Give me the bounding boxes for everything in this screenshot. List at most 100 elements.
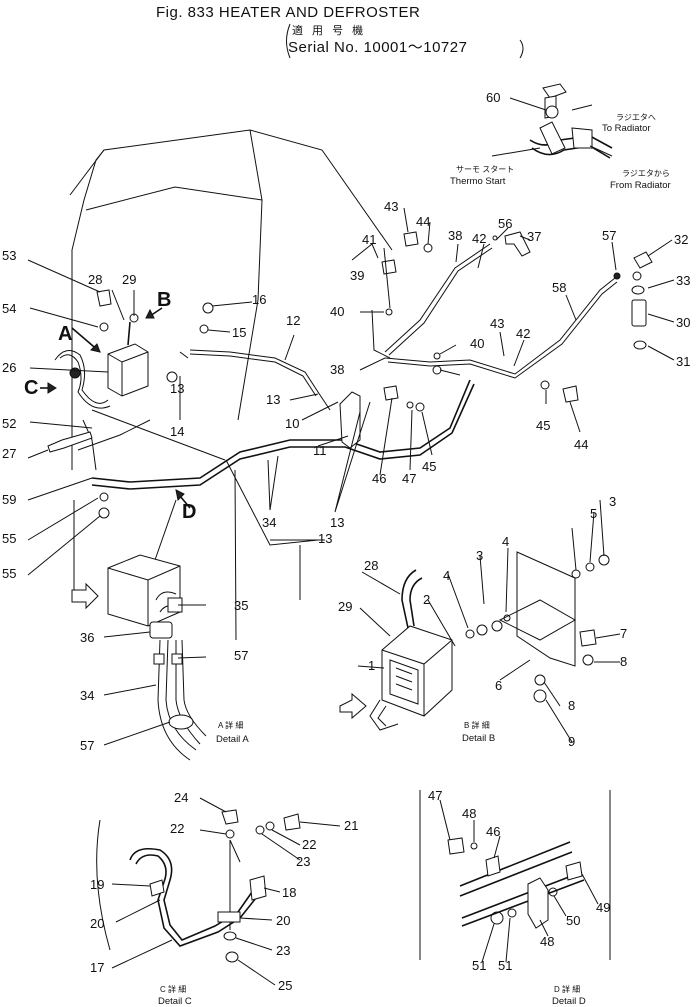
- thermo-start-assembly: [529, 83, 613, 159]
- part-callout: 52: [2, 416, 16, 431]
- part-callout: 20: [276, 913, 290, 928]
- fitting-stack-30-33: [631, 251, 653, 350]
- applicable-machine-jp: 適 用 号 機: [292, 25, 367, 37]
- part-callout: 7: [620, 626, 627, 641]
- part-callout: 55: [2, 531, 16, 546]
- thermo-start-label: Thermo Start: [450, 176, 506, 187]
- part-callout: 12: [286, 313, 300, 328]
- part-callout: 22: [170, 821, 184, 836]
- part-callout: 8: [568, 698, 575, 713]
- part-callout: 34: [262, 515, 276, 530]
- figure-number: Fig. 833: [156, 4, 215, 21]
- detail-d-drawing: [419, 790, 611, 960]
- figure-title: Fig. 833 HEATER AND DEFROSTER: [156, 4, 420, 21]
- part-callout: 16: [252, 292, 266, 307]
- part-callout: 49: [596, 900, 610, 915]
- part-callout: 13: [330, 515, 344, 530]
- detail-d-caption: Detail D: [552, 996, 586, 1007]
- view-marker-c: C: [24, 377, 38, 399]
- part-callout: 57: [234, 648, 248, 663]
- part-callout: 46: [486, 824, 500, 839]
- valve-37: [504, 231, 531, 257]
- part-callout: 51: [472, 958, 486, 973]
- part-callout: 30: [676, 315, 690, 330]
- part-callout: 40: [470, 336, 484, 351]
- part-callout: 13: [266, 392, 280, 407]
- view-marker-a: A: [58, 323, 72, 345]
- view-marker-b: B: [157, 289, 171, 311]
- part-callout: 38: [448, 228, 462, 243]
- part-callout: 19: [90, 877, 104, 892]
- part-callout: 43: [384, 199, 398, 214]
- part-callout: 33: [676, 273, 690, 288]
- leader-lines: [27, 97, 675, 986]
- part-callout: 42: [472, 231, 486, 246]
- part-callout: 48: [462, 806, 476, 821]
- detail-b-caption: Detail B: [462, 733, 495, 744]
- detail-b-drawing: [339, 551, 610, 731]
- part-callout: 57: [80, 738, 94, 753]
- part-callout: 51: [498, 958, 512, 973]
- part-callout: 58: [552, 280, 566, 295]
- part-callout: 47: [402, 471, 416, 486]
- part-callout: 36: [80, 630, 94, 645]
- part-callout: 59: [2, 492, 16, 507]
- detail-a-caption-jp: A 詳 細: [218, 720, 243, 730]
- part-callout: 9: [568, 734, 575, 749]
- part-callout: 8: [620, 654, 627, 669]
- part-callout: 48: [540, 934, 554, 949]
- part-callout: 47: [428, 788, 442, 803]
- part-callout: 18: [282, 885, 296, 900]
- part-callout: 25: [278, 978, 292, 993]
- part-callout: 42: [516, 326, 530, 341]
- part-callout: 4: [443, 568, 450, 583]
- part-callout: 24: [174, 790, 188, 805]
- part-callout: 15: [232, 325, 246, 340]
- to-radiator-label: To Radiator: [602, 123, 651, 134]
- part-callout: 3: [476, 548, 483, 563]
- part-callout: 37: [527, 229, 541, 244]
- part-callout: 28: [364, 558, 378, 573]
- part-callout: 57: [602, 228, 616, 243]
- part-callout: 3: [609, 494, 616, 509]
- part-callout: 11: [313, 443, 327, 458]
- part-callout: 26: [2, 360, 16, 375]
- part-callout: 53: [2, 248, 16, 263]
- part-callout: 31: [676, 354, 690, 369]
- detail-b-caption-jp: B 詳 細: [464, 720, 490, 730]
- part-callout: 54: [2, 301, 16, 316]
- part-callout: 43: [490, 316, 504, 331]
- part-callout: 28: [88, 272, 102, 287]
- part-callout: 29: [338, 599, 352, 614]
- serial-number-range: Serial No. 10001～10727: [288, 36, 467, 57]
- part-callout: 23: [296, 854, 310, 869]
- part-callout: 23: [276, 943, 290, 958]
- detail-c-caption: Detail C: [158, 996, 192, 1007]
- part-callout: 44: [574, 437, 588, 452]
- part-callouts: 1 2 3 3 4 4 5 6 7 8 8 9 10 11 12 13 13 1…: [2, 90, 690, 993]
- part-callout: 44: [416, 214, 430, 229]
- part-callout: 39: [350, 268, 364, 283]
- part-callout: 41: [362, 232, 376, 247]
- part-callout: 21: [344, 818, 358, 833]
- part-callout: 34: [80, 688, 94, 703]
- serial-open-paren: [286, 23, 291, 59]
- part-callout: 29: [122, 272, 136, 287]
- detail-c-caption-jp: C 詳 細: [160, 984, 186, 994]
- view-arrows: [40, 307, 191, 509]
- from-radiator-label: From Radiator: [610, 180, 671, 191]
- part-callout: 2: [423, 592, 430, 607]
- bracket-10-11: [339, 391, 361, 449]
- part-callout: 56: [498, 216, 512, 231]
- part-callout: 22: [302, 837, 316, 852]
- heater-unit-main: [54, 313, 151, 471]
- serial-label: Serial No.: [288, 39, 359, 56]
- part-callout: 40: [330, 304, 344, 319]
- part-callout: 14: [170, 424, 184, 439]
- part-callout: 13: [170, 381, 184, 396]
- detail-a-caption: Detail A: [216, 734, 249, 745]
- part-callout: 50: [566, 913, 580, 928]
- serial-close-paren: [519, 39, 524, 59]
